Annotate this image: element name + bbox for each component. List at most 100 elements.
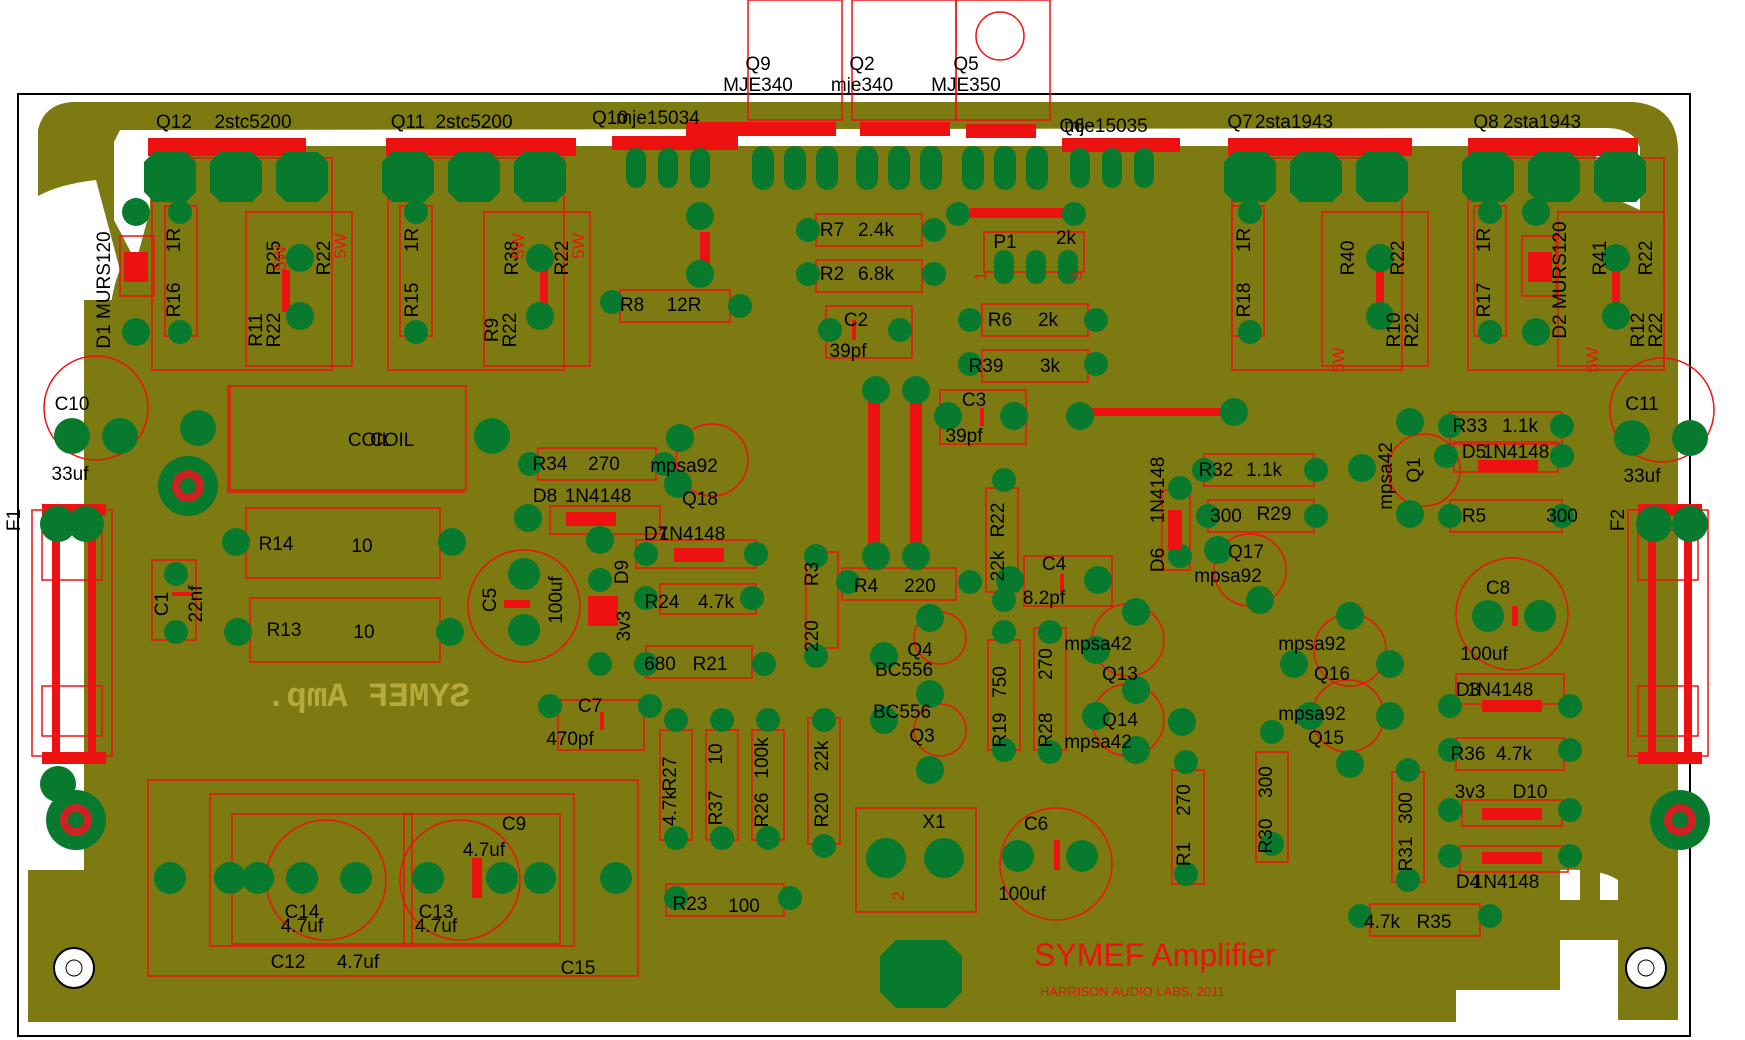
- labels-103: 100: [728, 896, 760, 917]
- labels-22: R2: [820, 264, 844, 285]
- labels-1: MJE340: [723, 75, 793, 96]
- labels-101: 4.7uf: [415, 916, 458, 937]
- vlabels-25: R22: [1646, 313, 1667, 348]
- pads: [40, 146, 1708, 1008]
- labels-68: 4.7k: [698, 592, 734, 613]
- labels-26: R6: [988, 310, 1012, 331]
- labels-12: Q6: [1059, 116, 1084, 137]
- vlabels-41: Q1: [1404, 457, 1425, 482]
- labels-46: 1N4148: [659, 524, 726, 545]
- labels-106: 4.7k: [1364, 912, 1400, 933]
- labels-21: 2k: [1056, 228, 1077, 249]
- labels-49: R13: [267, 620, 302, 641]
- vlabels-40: mpsa42: [1376, 442, 1397, 510]
- vlabels-21: D2 MURS120: [1550, 221, 1571, 338]
- vlabels-36: R22: [988, 503, 1009, 538]
- mirror-silk-text: SYMEF Amp.: [266, 679, 470, 717]
- labels-40: 270: [588, 454, 620, 475]
- vlabels-22: R41: [1590, 241, 1611, 276]
- vlabels-29: 22nf: [186, 585, 207, 623]
- labels-82: Q3: [909, 726, 934, 747]
- labels-89: R36: [1451, 744, 1486, 765]
- labels-52: 1.1k: [1246, 460, 1282, 481]
- labels-95: 100uf: [998, 884, 1046, 905]
- vlabels-42: R19: [990, 713, 1011, 748]
- vlabels-16: R22: [1388, 241, 1409, 276]
- labels-58: 1N4148: [1483, 442, 1550, 463]
- labels-90: 4.7k: [1496, 744, 1532, 765]
- labels-108: C12: [271, 952, 306, 973]
- labels-65: C4: [1042, 554, 1067, 575]
- labels-59: R5: [1462, 506, 1486, 527]
- vlabels-53: 22k: [812, 740, 833, 771]
- red_vlabels-7: 3: [1067, 271, 1086, 280]
- vlabels-50: R26: [752, 793, 773, 828]
- vlabels-30: C5: [480, 588, 501, 612]
- labels-56: 1.1k: [1502, 416, 1538, 437]
- labels-35: C10: [55, 394, 90, 415]
- labels-25: 12R: [667, 295, 702, 316]
- labels-31: 3k: [1040, 356, 1061, 377]
- labels-88: 1N4148: [1467, 680, 1534, 701]
- small-component-glyphs: [124, 252, 1552, 898]
- red_vlabels-1: 5W: [331, 233, 350, 259]
- labels-15: 2sta1943: [1255, 112, 1333, 133]
- labels-51: R32: [1199, 460, 1234, 481]
- vlabels-33: 3v3: [614, 611, 635, 642]
- vlabels-20: R17: [1474, 283, 1495, 318]
- vlabels-8: R15: [402, 283, 423, 318]
- vlabels-11: R9: [482, 318, 503, 342]
- board-credit: HARRISON AUDIO LABS, 2011: [1040, 984, 1225, 999]
- copper-layer: [28, 102, 1678, 1022]
- labels-20: P1: [993, 232, 1016, 253]
- labels-41: mpsa92: [650, 456, 718, 477]
- vlabels-34: R3: [802, 562, 823, 586]
- labels-107: R35: [1417, 912, 1452, 933]
- labels-62: mpsa92: [1194, 566, 1262, 587]
- labels-23: 6.8k: [858, 264, 894, 285]
- labels-42: Q18: [682, 489, 718, 510]
- labels-93: X1: [922, 812, 945, 833]
- labels-87: D3: [1456, 680, 1480, 701]
- vlabels-54: R1: [1174, 842, 1195, 866]
- vlabels-24: R12: [1628, 313, 1649, 348]
- board-title: SYMEF Amplifier: [1034, 937, 1276, 973]
- vlabels-37: 22k: [988, 550, 1009, 581]
- vlabels-9: R38: [502, 241, 523, 276]
- vlabels-32: D9: [612, 560, 633, 584]
- vlabels-58: R31: [1396, 837, 1417, 872]
- vlabels-28: C1: [152, 592, 173, 616]
- labels-84: mpsa42: [1064, 732, 1132, 753]
- labels-60: 300: [1546, 506, 1578, 527]
- labels-96: C9: [502, 814, 526, 835]
- red_vlabels-4: 5W: [1329, 347, 1348, 373]
- labels-63: R4: [854, 576, 879, 597]
- vlabels-15: R40: [1338, 241, 1359, 276]
- labels-79: C7: [578, 696, 602, 717]
- vlabels-46: R27: [660, 757, 681, 792]
- labels-76: 100uf: [1460, 644, 1508, 665]
- labels-57: D5: [1462, 442, 1486, 463]
- coil-label: COIL: [370, 430, 414, 451]
- labels-66: 8.2pf: [1023, 588, 1066, 609]
- labels-9: 2stc5200: [435, 112, 512, 133]
- vlabels-6: R22: [264, 313, 285, 348]
- labels-53: 300: [1210, 506, 1242, 527]
- labels-6: Q12: [156, 112, 192, 133]
- red-traces: [148, 122, 1638, 570]
- vlabels-52: R20: [812, 793, 833, 828]
- vlabels-7: 1R: [402, 228, 423, 252]
- labels-4: Q5: [953, 54, 978, 75]
- labels-54: R29: [1257, 504, 1292, 525]
- labels-3: mje340: [831, 75, 893, 96]
- labels-98: C14: [285, 902, 320, 923]
- labels-14: Q7: [1227, 112, 1252, 133]
- labels-91: 3v3: [1455, 782, 1486, 803]
- labels-71: mpsa42: [1064, 634, 1132, 655]
- labels-74: Q16: [1314, 664, 1350, 685]
- labels-39: R34: [533, 454, 568, 475]
- vlabels-26: F1: [4, 509, 25, 531]
- labels-92: D10: [1513, 782, 1548, 803]
- labels-38: 33uf: [1624, 466, 1662, 487]
